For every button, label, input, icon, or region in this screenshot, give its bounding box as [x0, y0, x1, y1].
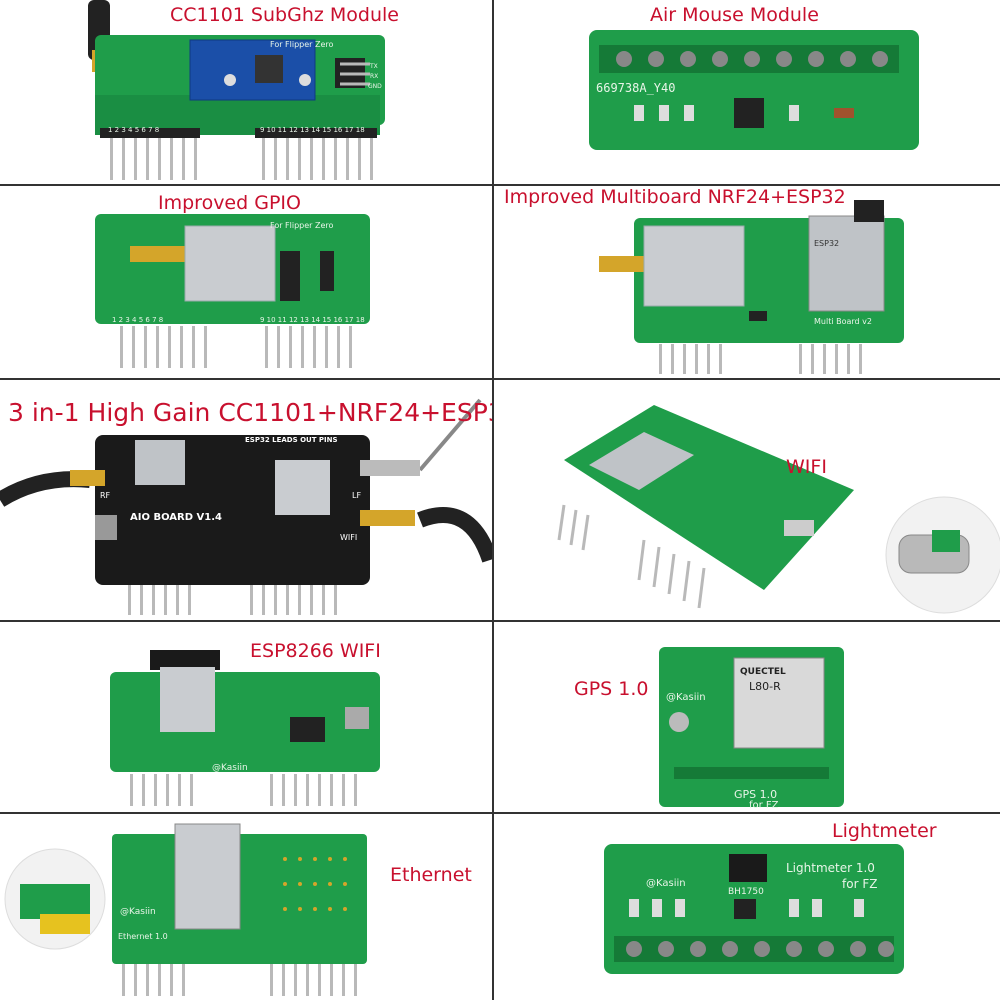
panel-multiboard: ESP32 Multi Board v2 Improved Multiboard…: [494, 186, 1000, 378]
panel-esp8266: @Kasiin ESP8266 WIFI: [0, 622, 492, 812]
esp8266-silk: @Kasiin: [212, 763, 248, 773]
cc1101-tx: TX: [369, 63, 378, 70]
lightmeter-board-sub: for FZ: [842, 877, 877, 891]
esp8266-title: ESP8266 WIFI: [250, 640, 381, 662]
panel-air-mouse: 669738A_Y40 Air Mouse Module: [494, 0, 1000, 184]
esp8266-board-image: @Kasiin: [110, 650, 380, 806]
cc1101-gnd: GND: [368, 83, 382, 90]
wifi-board-image: [557, 405, 1000, 614]
wifi-title: WIFI: [786, 456, 827, 478]
cc1101-board-image: For Flipper Zero TX RX GND 1 2 3 4 5 6 7…: [88, 0, 385, 180]
lightmeter-board-image: Lightmeter 1.0 for FZ BH1750 @Kasiin: [604, 844, 904, 974]
cc1101-pins-a: 1 2 3 4 5 6 7 8: [108, 126, 159, 134]
gps-brand: @Kasiin: [666, 692, 706, 703]
gpio-board-image: For Flipper Zero 1 2 3 4 5 6 7 8 9 10 11…: [95, 214, 370, 368]
gps-title: GPS 1.0: [574, 678, 649, 700]
gps-board-name: GPS 1.0: [734, 788, 777, 801]
cc1101-silk: For Flipper Zero: [270, 40, 334, 49]
gpio-pins-a: 1 2 3 4 5 6 7 8: [112, 316, 163, 324]
lightmeter-title: Lightmeter: [832, 820, 937, 842]
gps-board-sub: for FZ: [749, 800, 779, 811]
cc1101-title: CC1101 SubGhz Module: [170, 4, 399, 26]
panel-aio: AIO BOARD V1.4 ESP32 LEADS OUT PINS RF L…: [0, 380, 492, 620]
panel-lightmeter: Lightmeter 1.0 for FZ BH1750 @Kasiin Lig…: [494, 814, 1000, 1000]
aio-header-label: ESP32 LEADS OUT PINS: [245, 436, 338, 444]
lightmeter-brand: @Kasiin: [646, 878, 686, 889]
gps-board-image: QUECTEL L80-R GPS 1.0 for FZ @Kasiin: [659, 647, 844, 811]
cc1101-rx: RX: [370, 73, 378, 80]
lightmeter-chip: BH1750: [728, 887, 764, 897]
multiboard-chip: ESP32: [814, 239, 839, 248]
gps-chip-brand: QUECTEL: [740, 667, 786, 677]
multiboard-title: Improved Multiboard NRF24+ESP32: [504, 186, 846, 208]
panel-gps: QUECTEL L80-R GPS 1.0 for FZ @Kasiin GPS…: [494, 622, 1000, 812]
gpio-title: Improved GPIO: [158, 192, 301, 214]
gpio-pins-b: 9 10 11 12 13 14 15 16 17 18: [260, 316, 365, 324]
aio-board-name: AIO BOARD V1.4: [130, 512, 222, 523]
gps-chip-model: L80-R: [749, 680, 781, 693]
ethernet-brand: @Kasiin: [120, 907, 156, 917]
panel-improved-gpio: For Flipper Zero 1 2 3 4 5 6 7 8 9 10 11…: [0, 186, 492, 378]
air-mouse-silk: 669738A_Y40: [596, 81, 675, 95]
aio-board-image: AIO BOARD V1.4 ESP32 LEADS OUT PINS RF L…: [0, 398, 492, 615]
air-mouse-board-image: 669738A_Y40: [589, 30, 919, 150]
ethernet-title: Ethernet: [390, 864, 472, 886]
aio-lf-label: LF: [352, 491, 361, 500]
panel-cc1101: For Flipper Zero TX RX GND 1 2 3 4 5 6 7…: [0, 0, 492, 184]
ethernet-silk: Ethernet 1.0: [118, 932, 168, 941]
lightmeter-board-name: Lightmeter 1.0: [786, 861, 875, 875]
gpio-silk: For Flipper Zero: [270, 221, 334, 230]
panel-wifi: WIFI: [494, 380, 1000, 620]
aio-wifi-label: WIFI: [340, 533, 357, 542]
aio-title: 3 in-1 High Gain CC1101+NRF24+ESP32: [8, 398, 492, 427]
air-mouse-title: Air Mouse Module: [650, 4, 819, 26]
multiboard-silk: Multi Board v2: [814, 317, 872, 326]
panel-ethernet: @Kasiin Ethernet 1.0 Ethernet: [0, 814, 492, 1000]
multiboard-board-image: ESP32 Multi Board v2: [599, 200, 904, 374]
cc1101-pins-b: 9 10 11 12 13 14 15 16 17 18: [260, 126, 365, 134]
aio-rf-label: RF: [100, 491, 111, 500]
ethernet-board-image: @Kasiin Ethernet 1.0: [4, 823, 367, 996]
